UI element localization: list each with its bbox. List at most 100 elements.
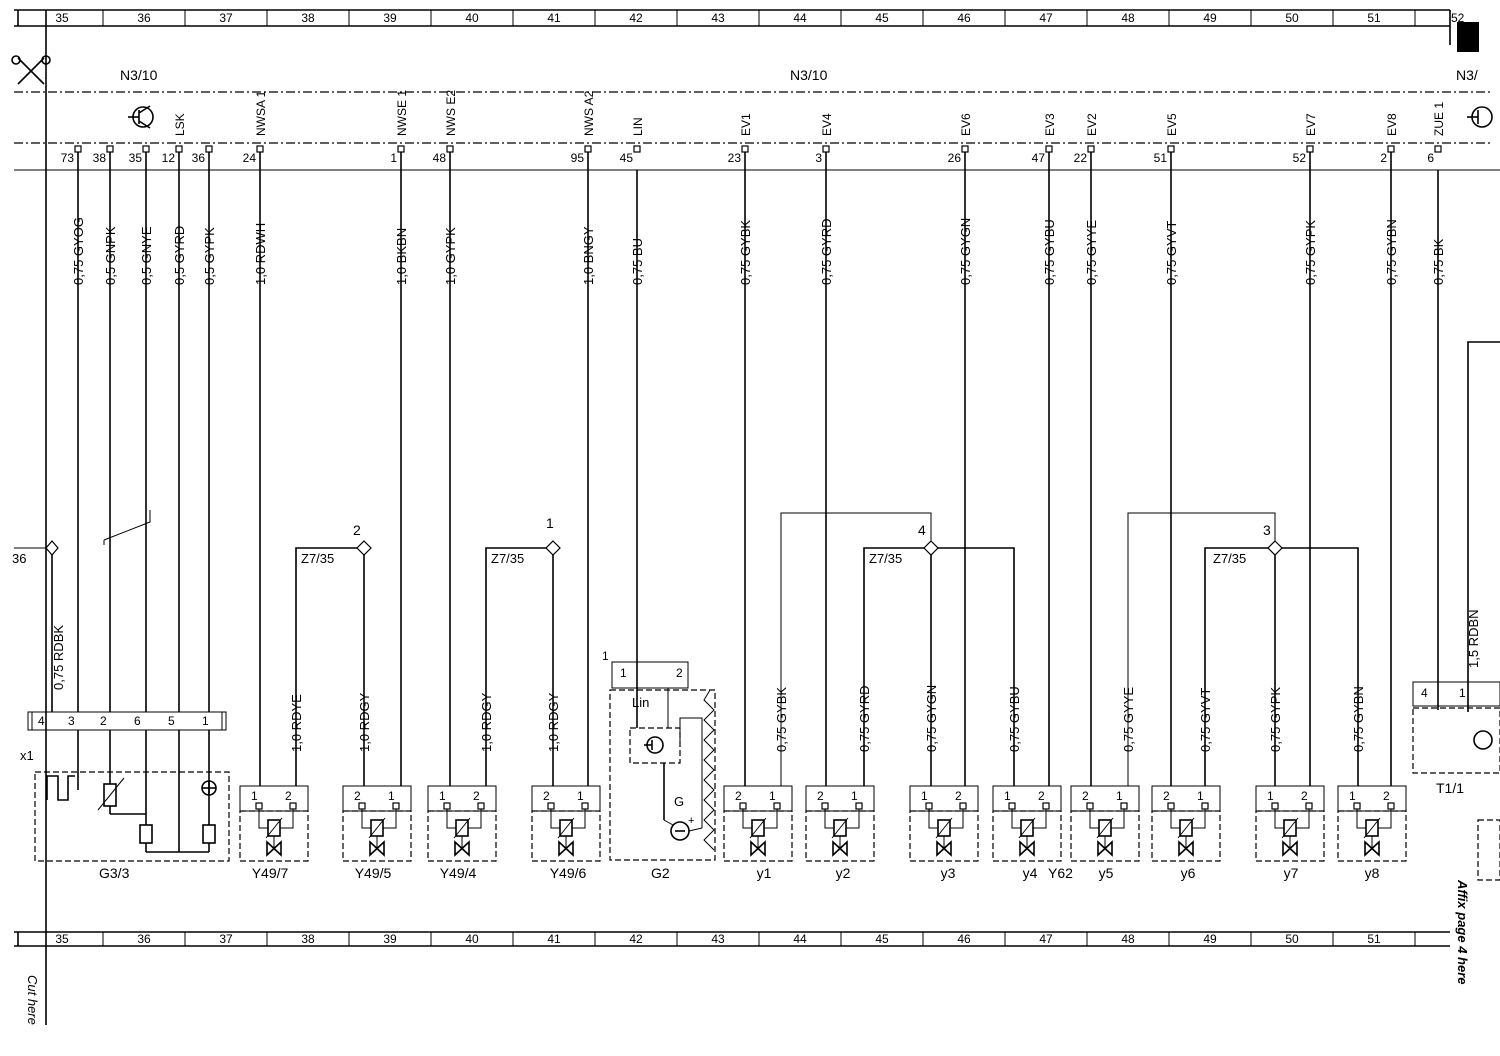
grid-column-label-bottom: 38	[301, 932, 315, 946]
pin-signal-label: NWSA 1	[254, 90, 268, 136]
valve-icon	[750, 840, 766, 857]
valve-icon	[1364, 840, 1380, 857]
valve-connector	[1337, 785, 1407, 812]
valve-pin: 1	[388, 789, 395, 803]
x1-pin-number: 3	[68, 714, 75, 728]
valve-body	[723, 810, 793, 862]
valve-label: Y49/7	[252, 865, 289, 881]
pin-number: 26	[948, 151, 962, 165]
valve-pin: 1	[577, 789, 584, 803]
z7-label-c: Z7/35	[869, 551, 902, 566]
lower-wire-label: 0,75 GYRD	[857, 686, 872, 752]
valve-pin: 2	[543, 789, 550, 803]
valve-icon	[369, 840, 385, 857]
grid-frame	[14, 9, 1500, 1025]
splice-network: 36 0,75 RDBK Z7/35 2 Z7/35 1 Z7/35 4 Z7/…	[12, 341, 1500, 786]
valve-label: y2	[836, 865, 851, 881]
x1-pin-number: 4	[38, 714, 45, 728]
pin-signal-label: LIN	[631, 117, 645, 136]
grid-column-label-bottom: 43	[711, 932, 725, 946]
g3-3-label: G3/3	[99, 865, 130, 881]
valve-icon	[1282, 840, 1298, 857]
module-label-left: N3/10	[120, 67, 158, 83]
valve-pin: 2	[735, 789, 742, 803]
node-number-1: 1	[546, 515, 554, 531]
valve-label: Y49/6	[550, 865, 587, 881]
node-number-3: 3	[1263, 522, 1271, 538]
grid-column-label: 42	[629, 11, 643, 25]
valve-pin: 1	[1267, 789, 1274, 803]
pin-number: 35	[129, 151, 143, 165]
valve-connector	[909, 785, 979, 812]
harness-pin: ZUE 160,75 BK	[1427, 102, 1446, 285]
grid-column-label-bottom: 51	[1367, 932, 1381, 946]
valve-icon	[1097, 840, 1113, 857]
cut-here-note: Cut here	[25, 975, 40, 1025]
t1-pin-4: 4	[1421, 686, 1428, 700]
plus-sign: +	[688, 815, 694, 827]
component-t1-1: 4 1 T1/1	[1412, 170, 1500, 881]
valve-icon	[558, 840, 574, 857]
grid-column-label: 46	[957, 11, 971, 25]
node-number-2: 2	[353, 522, 361, 538]
z7-label-b: Z7/35	[491, 551, 524, 566]
pin-signal-label: EV3	[1043, 113, 1057, 136]
valve-pin: 1	[251, 789, 258, 803]
splice-ref-left: 36	[12, 551, 26, 566]
valve-pin: 2	[1038, 789, 1045, 803]
pin-terminal	[142, 145, 150, 153]
pin-signal-label: EV4	[820, 113, 834, 136]
component-g2: 1 1 2 Lin G + G2	[602, 170, 716, 881]
pin-number: 36	[192, 151, 206, 165]
valve-connector	[427, 785, 497, 812]
pin-number: 3	[815, 151, 822, 165]
pin-number: 51	[1154, 151, 1168, 165]
g2-pin-2: 2	[676, 666, 683, 680]
affix-page-note: Affix page 4 here	[1455, 879, 1470, 985]
lower-wire-label: 0,75 GYYE	[1121, 687, 1136, 752]
pin-terminal	[741, 145, 749, 153]
pin-terminal	[961, 145, 969, 153]
harness-pin: 360,5 GYPK	[192, 145, 217, 712]
pin-signal-label: EV6	[959, 113, 973, 136]
valve-icon	[454, 840, 470, 857]
valve-pin: 1	[769, 789, 776, 803]
valve-connector	[805, 785, 875, 812]
pin-number: 95	[571, 151, 585, 165]
wire-right-label: 1,5 RDBN	[1466, 609, 1481, 668]
x1-pin-number: 6	[134, 714, 141, 728]
valve-pin: 2	[955, 789, 962, 803]
pin-terminal	[633, 145, 641, 153]
valve-label: y1	[757, 865, 772, 881]
transistor-icon-right	[1467, 106, 1493, 128]
harness-pin: 350,5 GNYE	[129, 145, 154, 712]
pin-signal-label: EV5	[1165, 113, 1179, 136]
grid-column-label: 49	[1203, 11, 1217, 25]
valve-label: y7	[1284, 865, 1299, 881]
lower-wire-label: 0,75 GYBN	[1351, 686, 1366, 752]
valve-body	[1070, 810, 1140, 862]
pin-signal-label: EV8	[1385, 113, 1399, 136]
t1-pin-1: 1	[1459, 686, 1466, 700]
grid-column-label-bottom: 36	[137, 932, 151, 946]
connector-x1: x1	[20, 711, 227, 763]
pin-terminal	[175, 145, 183, 153]
valve-icon	[1178, 840, 1194, 857]
lower-wire-label: 0,75 GYGN	[924, 685, 939, 752]
grid-column-label: 47	[1039, 11, 1053, 25]
pin-number: 73	[61, 151, 75, 165]
z7-label-d: Z7/35	[1213, 551, 1246, 566]
splice-node-3	[1267, 540, 1283, 556]
grid-column-label-bottom: 50	[1285, 932, 1299, 946]
